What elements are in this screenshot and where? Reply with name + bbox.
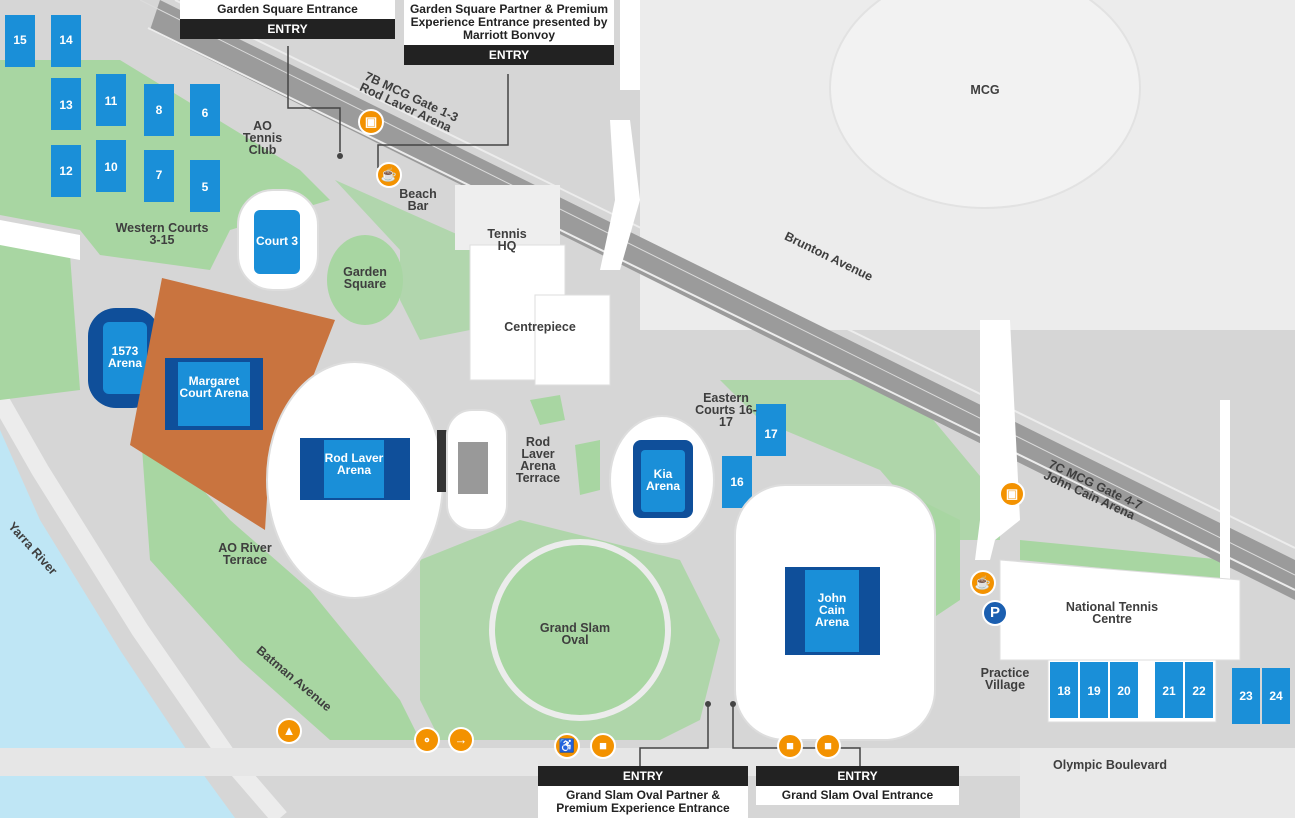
mcg-label: MCG <box>970 83 1000 97</box>
entry-badge: ENTRY <box>180 19 395 39</box>
court-12[interactable]: 12 <box>59 164 73 178</box>
rod-laver-terrace-label: Rod Laver Arena Terrace <box>515 435 561 485</box>
court-15[interactable]: 15 <box>13 33 27 47</box>
court-13[interactable]: 13 <box>59 98 73 112</box>
court-3-label[interactable]: Court 3 <box>256 234 298 248</box>
john-cain-arena-label[interactable]: John Cain Arena <box>814 591 849 629</box>
grand-slam-oval-partner-entrance[interactable]: ENTRY Grand Slam Oval Partner & Premium … <box>538 766 748 818</box>
court-22[interactable]: 22 <box>1192 684 1206 698</box>
court-24[interactable]: 24 <box>1269 689 1283 703</box>
entry-badge: ENTRY <box>404 45 614 65</box>
tram-icon[interactable]: ▣ <box>358 109 384 135</box>
car-icon[interactable]: ■ <box>777 733 803 759</box>
tennis-hq-label: Tennis HQ <box>487 227 527 253</box>
kia-arena-label[interactable]: Kia Arena <box>645 467 680 493</box>
court-16[interactable]: 16 <box>730 475 744 489</box>
ao-tennis-club-label: AO Tennis Club <box>242 119 283 157</box>
entry-badge: ENTRY <box>538 766 748 786</box>
court-8[interactable]: 8 <box>155 103 163 117</box>
grand-slam-oval-label: Grand Slam Oval <box>539 621 611 647</box>
court-11[interactable]: 11 <box>104 94 118 108</box>
national-tennis-centre-label: National Tennis Centre <box>1065 600 1159 626</box>
centrepiece-label: Centrepiece <box>504 320 576 334</box>
court-17[interactable]: 17 <box>764 427 778 441</box>
bike-icon[interactable]: ∘ <box>414 727 440 753</box>
olympic-boulevard-label: Olympic Boulevard <box>1053 758 1167 772</box>
rod-laver-arena-label[interactable]: Rod Laver Arena <box>324 451 384 477</box>
court-18[interactable]: 18 <box>1057 684 1071 698</box>
eastern-courts-label: Eastern Courts 16-17 <box>695 391 757 429</box>
court-5[interactable]: 5 <box>201 180 209 194</box>
accessible-icon[interactable]: ♿ <box>554 733 580 759</box>
car-icon[interactable]: ■ <box>590 733 616 759</box>
tram-icon[interactable]: ▣ <box>999 481 1025 507</box>
entrance-label: Grand Slam Oval Partner & Premium Experi… <box>538 786 748 818</box>
drink-icon[interactable]: ☕ <box>376 162 402 188</box>
court-6[interactable]: 6 <box>201 106 209 120</box>
drink-icon[interactable]: ☕ <box>970 570 996 596</box>
court-19[interactable]: 19 <box>1087 684 1101 698</box>
entrance-label: Grand Slam Oval Entrance <box>756 786 959 805</box>
beach-bar-label: Beach Bar <box>399 187 437 213</box>
court-20[interactable]: 20 <box>1117 684 1131 698</box>
court-10[interactable]: 10 <box>104 160 118 174</box>
garden-square-entrance[interactable]: Garden Square Entrance ENTRY <box>180 0 395 39</box>
parking-icon[interactable]: P <box>982 600 1008 626</box>
practice-village-label: Practice Village <box>980 666 1030 692</box>
entrance-label: Garden Square Entrance <box>180 0 395 19</box>
scooter-icon[interactable]: → <box>448 727 474 753</box>
court-21[interactable]: 21 <box>1162 684 1176 698</box>
grand-slam-oval-entrance[interactable]: ENTRY Grand Slam Oval Entrance <box>756 766 959 805</box>
ao-river-terrace-label: AO River Terrace <box>218 541 272 567</box>
entry-badge: ENTRY <box>756 766 959 786</box>
entrance-label: Garden Square Partner & Premium Experien… <box>404 0 614 45</box>
garden-square-label: Garden Square <box>343 265 387 291</box>
car-icon[interactable]: ■ <box>815 733 841 759</box>
court-14[interactable]: 14 <box>59 33 73 47</box>
arena-1573-label[interactable]: 1573 Arena <box>107 344 142 370</box>
western-courts-label: Western Courts 3-15 <box>115 221 209 247</box>
garden-square-partner-entrance[interactable]: Garden Square Partner & Premium Experien… <box>404 0 614 65</box>
margaret-court-arena-label[interactable]: Margaret Court Arena <box>179 374 249 400</box>
taxi-icon[interactable]: ▲ <box>276 718 302 744</box>
court-23[interactable]: 23 <box>1239 689 1253 703</box>
court-7[interactable]: 7 <box>155 168 163 182</box>
